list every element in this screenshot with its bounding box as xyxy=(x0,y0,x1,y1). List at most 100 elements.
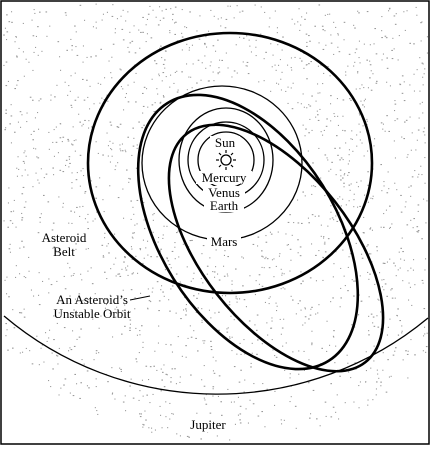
asteroid-dot xyxy=(391,50,393,51)
asteroid-dot xyxy=(32,20,33,21)
asteroid-dot xyxy=(97,414,98,415)
asteroid-dot xyxy=(358,314,359,315)
asteroid-dot xyxy=(82,359,83,360)
asteroid-dot xyxy=(308,222,310,223)
asteroid-dot xyxy=(132,273,134,274)
asteroid-dot xyxy=(292,235,293,236)
asteroid-dot xyxy=(394,351,395,352)
asteroid-dot xyxy=(343,159,344,160)
asteroid-dot xyxy=(236,354,237,355)
asteroid-dot xyxy=(11,22,13,23)
asteroid-dot xyxy=(386,58,388,59)
asteroid-dot xyxy=(351,183,352,184)
asteroid-dot xyxy=(298,374,299,375)
asteroid-dot xyxy=(306,42,307,43)
asteroid-dot xyxy=(133,398,135,399)
asteroid-dot xyxy=(248,73,250,74)
asteroid-dot xyxy=(80,329,82,330)
asteroid-dot xyxy=(32,186,33,187)
asteroid-dot xyxy=(71,45,73,46)
asteroid-dot xyxy=(329,14,330,15)
asteroid-dot xyxy=(330,218,331,219)
asteroid-dot xyxy=(56,281,57,282)
asteroid-dot xyxy=(392,38,393,39)
asteroid-dot xyxy=(330,75,331,76)
asteroid-dot xyxy=(126,93,127,94)
asteroid-dot xyxy=(193,295,195,296)
asteroid-dot xyxy=(331,43,333,44)
asteroid-dot xyxy=(189,11,191,12)
asteroid-dot xyxy=(177,92,179,93)
asteroid-dot xyxy=(112,393,113,394)
asteroid-dot xyxy=(95,407,96,408)
asteroid-dot xyxy=(383,279,384,280)
asteroid-dot xyxy=(259,284,260,285)
asteroid-dot xyxy=(381,122,383,123)
asteroid-dot xyxy=(253,244,255,245)
asteroid-dot xyxy=(385,36,387,37)
asteroid-dot xyxy=(301,61,303,62)
asteroid-dot xyxy=(185,314,187,315)
asteroid-dot xyxy=(415,149,416,150)
asteroid-dot xyxy=(348,172,350,173)
asteroid-dot xyxy=(287,245,288,246)
asteroid-dot xyxy=(342,233,343,234)
asteroid-dot xyxy=(160,289,161,290)
asteroid-dot xyxy=(334,148,336,149)
asteroid-dot xyxy=(388,10,389,11)
asteroid-dot xyxy=(103,257,105,258)
asteroid-dot xyxy=(211,61,212,62)
asteroid-dot xyxy=(315,255,317,256)
asteroid-dot xyxy=(364,195,365,196)
asteroid-dot xyxy=(104,211,105,212)
asteroid-dot xyxy=(87,97,88,98)
asteroid-dot xyxy=(93,221,94,222)
asteroid-dot xyxy=(359,41,360,42)
asteroid-dot xyxy=(303,93,304,94)
asteroid-dot xyxy=(318,148,319,149)
asteroid-dot xyxy=(130,42,132,43)
asteroid-dot xyxy=(72,144,74,145)
asteroid-dot xyxy=(155,102,156,103)
asteroid-dot xyxy=(127,47,128,48)
asteroid-dot xyxy=(297,102,298,103)
asteroid-dot xyxy=(58,41,60,42)
asteroid-dot xyxy=(102,245,104,246)
asteroid-dot xyxy=(264,258,265,259)
asteroid-dot xyxy=(325,45,326,46)
asteroid-dot xyxy=(257,339,259,340)
asteroid-dot xyxy=(413,227,414,228)
asteroid-dot xyxy=(142,113,143,114)
asteroid-dot xyxy=(14,132,16,133)
asteroid-dot xyxy=(154,351,155,352)
asteroid-dot xyxy=(418,174,419,175)
asteroid-dot xyxy=(147,308,148,309)
asteroid-dot xyxy=(82,79,84,80)
asteroid-dot xyxy=(337,116,338,117)
asteroid-dot xyxy=(19,312,21,313)
asteroid-dot xyxy=(336,135,338,136)
asteroid-dot xyxy=(95,198,97,199)
asteroid-dot xyxy=(340,297,342,298)
asteroid-dot xyxy=(256,280,257,281)
asteroid-dot xyxy=(369,228,371,229)
asteroid-dot xyxy=(337,394,338,395)
asteroid-dot xyxy=(399,320,401,321)
asteroid-dot xyxy=(24,150,25,151)
asteroid-dot xyxy=(300,255,302,256)
asteroid-dot xyxy=(243,61,244,62)
asteroid-dot xyxy=(198,60,200,61)
asteroid-dot xyxy=(178,336,179,337)
asteroid-dot xyxy=(389,206,391,207)
asteroid-dot xyxy=(386,392,388,393)
asteroid-dot xyxy=(332,217,334,218)
asteroid-dot xyxy=(185,345,187,346)
asteroid-dot xyxy=(318,93,319,94)
asteroid-dot xyxy=(285,91,286,92)
asteroid-dot xyxy=(224,276,226,277)
asteroid-dot xyxy=(395,120,396,121)
asteroid-dot xyxy=(149,6,150,7)
asteroid-dot xyxy=(159,6,160,7)
asteroid-dot xyxy=(49,149,50,150)
asteroid-dot xyxy=(394,48,395,49)
